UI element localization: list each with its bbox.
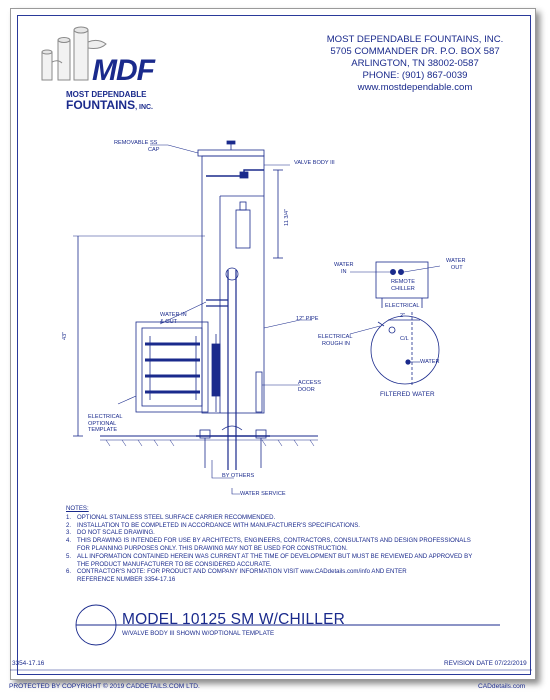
label-remote-chiller: REMOTE CHILLER [391, 279, 415, 292]
label-valve-body: VALVE BODY III [294, 160, 335, 166]
notes-block: NOTES: 1. OPTIONAL STAINLESS STEEL SURFAC… [66, 505, 506, 584]
company-website: www.mostdependable.com [357, 82, 473, 93]
copyright-text: PROTECTED BY COPYRIGHT © 2019 CADDETAILS… [9, 683, 200, 690]
label-electrical-optional-line1: ELECTRICAL [88, 414, 123, 420]
logo-suffix: , INC. [135, 104, 153, 111]
remote-chiller-box [375, 261, 429, 299]
note-text: INSTALLATION TO BE COMPLETED IN ACCORDAN… [77, 521, 360, 529]
chiller-box [135, 321, 209, 413]
label-dim-2: 2" [400, 313, 406, 319]
notes-heading: NOTES: [66, 505, 89, 512]
note-line: 2. INSTALLATION TO BE COMPLETED IN ACCORD… [66, 522, 506, 530]
drawing-title: MODEL 10125 SM W/CHILLER [122, 611, 346, 628]
label-remote-chiller-line2: CHILLER [391, 285, 415, 292]
label-plan-water-out: WATER OUT [446, 258, 466, 271]
note-number: 1. [66, 513, 72, 521]
label-access-door-line2: DOOR [298, 386, 315, 393]
company-address: 5705 COMMANDER DR. P.O. BOX 587 [330, 46, 500, 57]
note-text: OPTIONAL STAINLESS STEEL SURFACE CARRIER… [77, 513, 276, 521]
note-line: 3. DO NOT SCALE DRAWING. [66, 529, 506, 537]
label-centerline: C/L [400, 336, 409, 342]
note-line: 1. OPTIONAL STAINLESS STEEL SURFACE CARRI… [66, 514, 506, 522]
company-city: ARLINGTON, TN 38002-0587 [351, 58, 479, 69]
label-dim-43: 43" [62, 331, 68, 340]
note-text: THIS DRAWING IS INTENDED FOR USE BY ARCH… [77, 537, 471, 545]
cad-details-logo: CADdetails.com [478, 683, 526, 690]
note-number: 4. [66, 537, 72, 545]
label-plan-water-out-line1: WATER [446, 258, 466, 264]
pedestal-body [201, 155, 265, 414]
label-dim-11: 11 3/4" [284, 208, 290, 226]
note-text: ALL INFORMATION CONTAINED HEREIN WAS CUR… [77, 552, 473, 560]
logo-line2-text: FOUNTAINS [66, 98, 136, 112]
pedestal-plan-circle [370, 315, 440, 385]
label-plan-water-in-line1: WATER [334, 262, 354, 268]
label-electrical-rough-in: ELECTRICAL ROUGH IN [318, 334, 353, 347]
drawing-sheet [10, 8, 536, 680]
note-number: 5. [66, 552, 72, 560]
title-marker [75, 604, 500, 646]
label-access-door-line1: ACCESS [298, 380, 322, 386]
drawing-subtitle: W/VALVE BODY III SHOWN W/OPTIONAL TEMPLA… [122, 630, 275, 637]
note-line: FOR PLANNING PURPOSES ONLY. THIS DRAWING… [77, 544, 348, 552]
label-electrical-rough-in-line1: ELECTRICAL [318, 334, 353, 340]
label-electrical-optional: ELECTRICAL OPTIONAL TEMPLATE [88, 414, 123, 434]
label-removable-cap: REMOVABLE SS CAP [114, 140, 160, 153]
note-text: DO NOT SCALE DRAWING. [77, 529, 155, 537]
note-line: 5. ALL INFORMATION CONTAINED HEREIN WAS C… [66, 553, 506, 561]
removable-cap [197, 149, 265, 157]
note-line: REFERENCE NUMBER 3354-17.16 [77, 576, 176, 584]
note-text: CONTRACTOR'S NOTE: FOR PRODUCT AND COMPA… [77, 568, 407, 576]
label-water-in-out: WATER IN & OUT [160, 312, 187, 325]
company-phone: PHONE: (901) 867-0039 [362, 70, 468, 81]
plan-view [349, 261, 441, 386]
label-by-others: BY OTHERS [222, 473, 255, 479]
label-filtered-water: FILTERED WATER [380, 391, 435, 398]
sheet-border [17, 15, 531, 675]
label-electrical-optional-line3: TEMPLATE [88, 427, 118, 433]
label-plan-water-in-line2: IN [340, 268, 347, 275]
inline-filter [211, 343, 221, 397]
label-plan-water-in: WATER IN [334, 262, 354, 275]
logo-line2: FOUNTAINS, INC. [66, 98, 153, 112]
label-removable-cap-line1: REMOVABLE SS [114, 140, 158, 146]
label-water-in-out-line1: WATER IN [160, 312, 187, 318]
note-line: 4. THIS DRAWING IS INTENDED FOR USE BY AR… [66, 537, 506, 545]
note-number: 6. [66, 568, 72, 576]
fountain-logo-icon [41, 26, 107, 81]
label-electrical-optional-line2: OPTIONAL [88, 420, 117, 427]
notes-list: 1. OPTIONAL STAINLESS STEEL SURFACE CARRI… [66, 514, 506, 584]
label-water-in-out-line2: & OUT [160, 318, 178, 325]
note-line: THE PRODUCT MANUFACTURER TO BE CONSIDERE… [77, 560, 272, 568]
label-plan-water-out-line2: OUT [450, 264, 463, 271]
note-number: 2. [66, 521, 72, 529]
note-number: 3. [66, 529, 72, 537]
logo-mark: MDF [92, 54, 155, 87]
label-remote-chiller-line1: REMOTE [391, 279, 415, 285]
note-line: 6. CONTRACTOR'S NOTE: FOR PRODUCT AND COM… [66, 568, 506, 576]
logo-line1: MOST DEPENDABLE [66, 90, 147, 99]
reference-number: 3354-17.16 [12, 660, 45, 667]
label-plan-water: WATER [420, 359, 440, 365]
company-name: MOST DEPENDABLE FOUNTAINS, INC. [326, 34, 504, 45]
company-info: MOST DEPENDABLE FOUNTAINS, INC. 5705 COM… [300, 34, 530, 94]
label-removable-cap-line2: CAP [148, 146, 160, 153]
label-plan-electrical: ELECTRICAL [385, 303, 420, 309]
revision-date: REVISION DATE 07/22/2019 [444, 660, 527, 667]
label-water-service: WATER SERVICE [240, 491, 286, 497]
label-access-door: ACCESS DOOR [298, 380, 321, 393]
label-12-pipe: 12" PIPE [296, 316, 319, 322]
label-electrical-rough-in-line2: ROUGH IN [322, 340, 350, 347]
